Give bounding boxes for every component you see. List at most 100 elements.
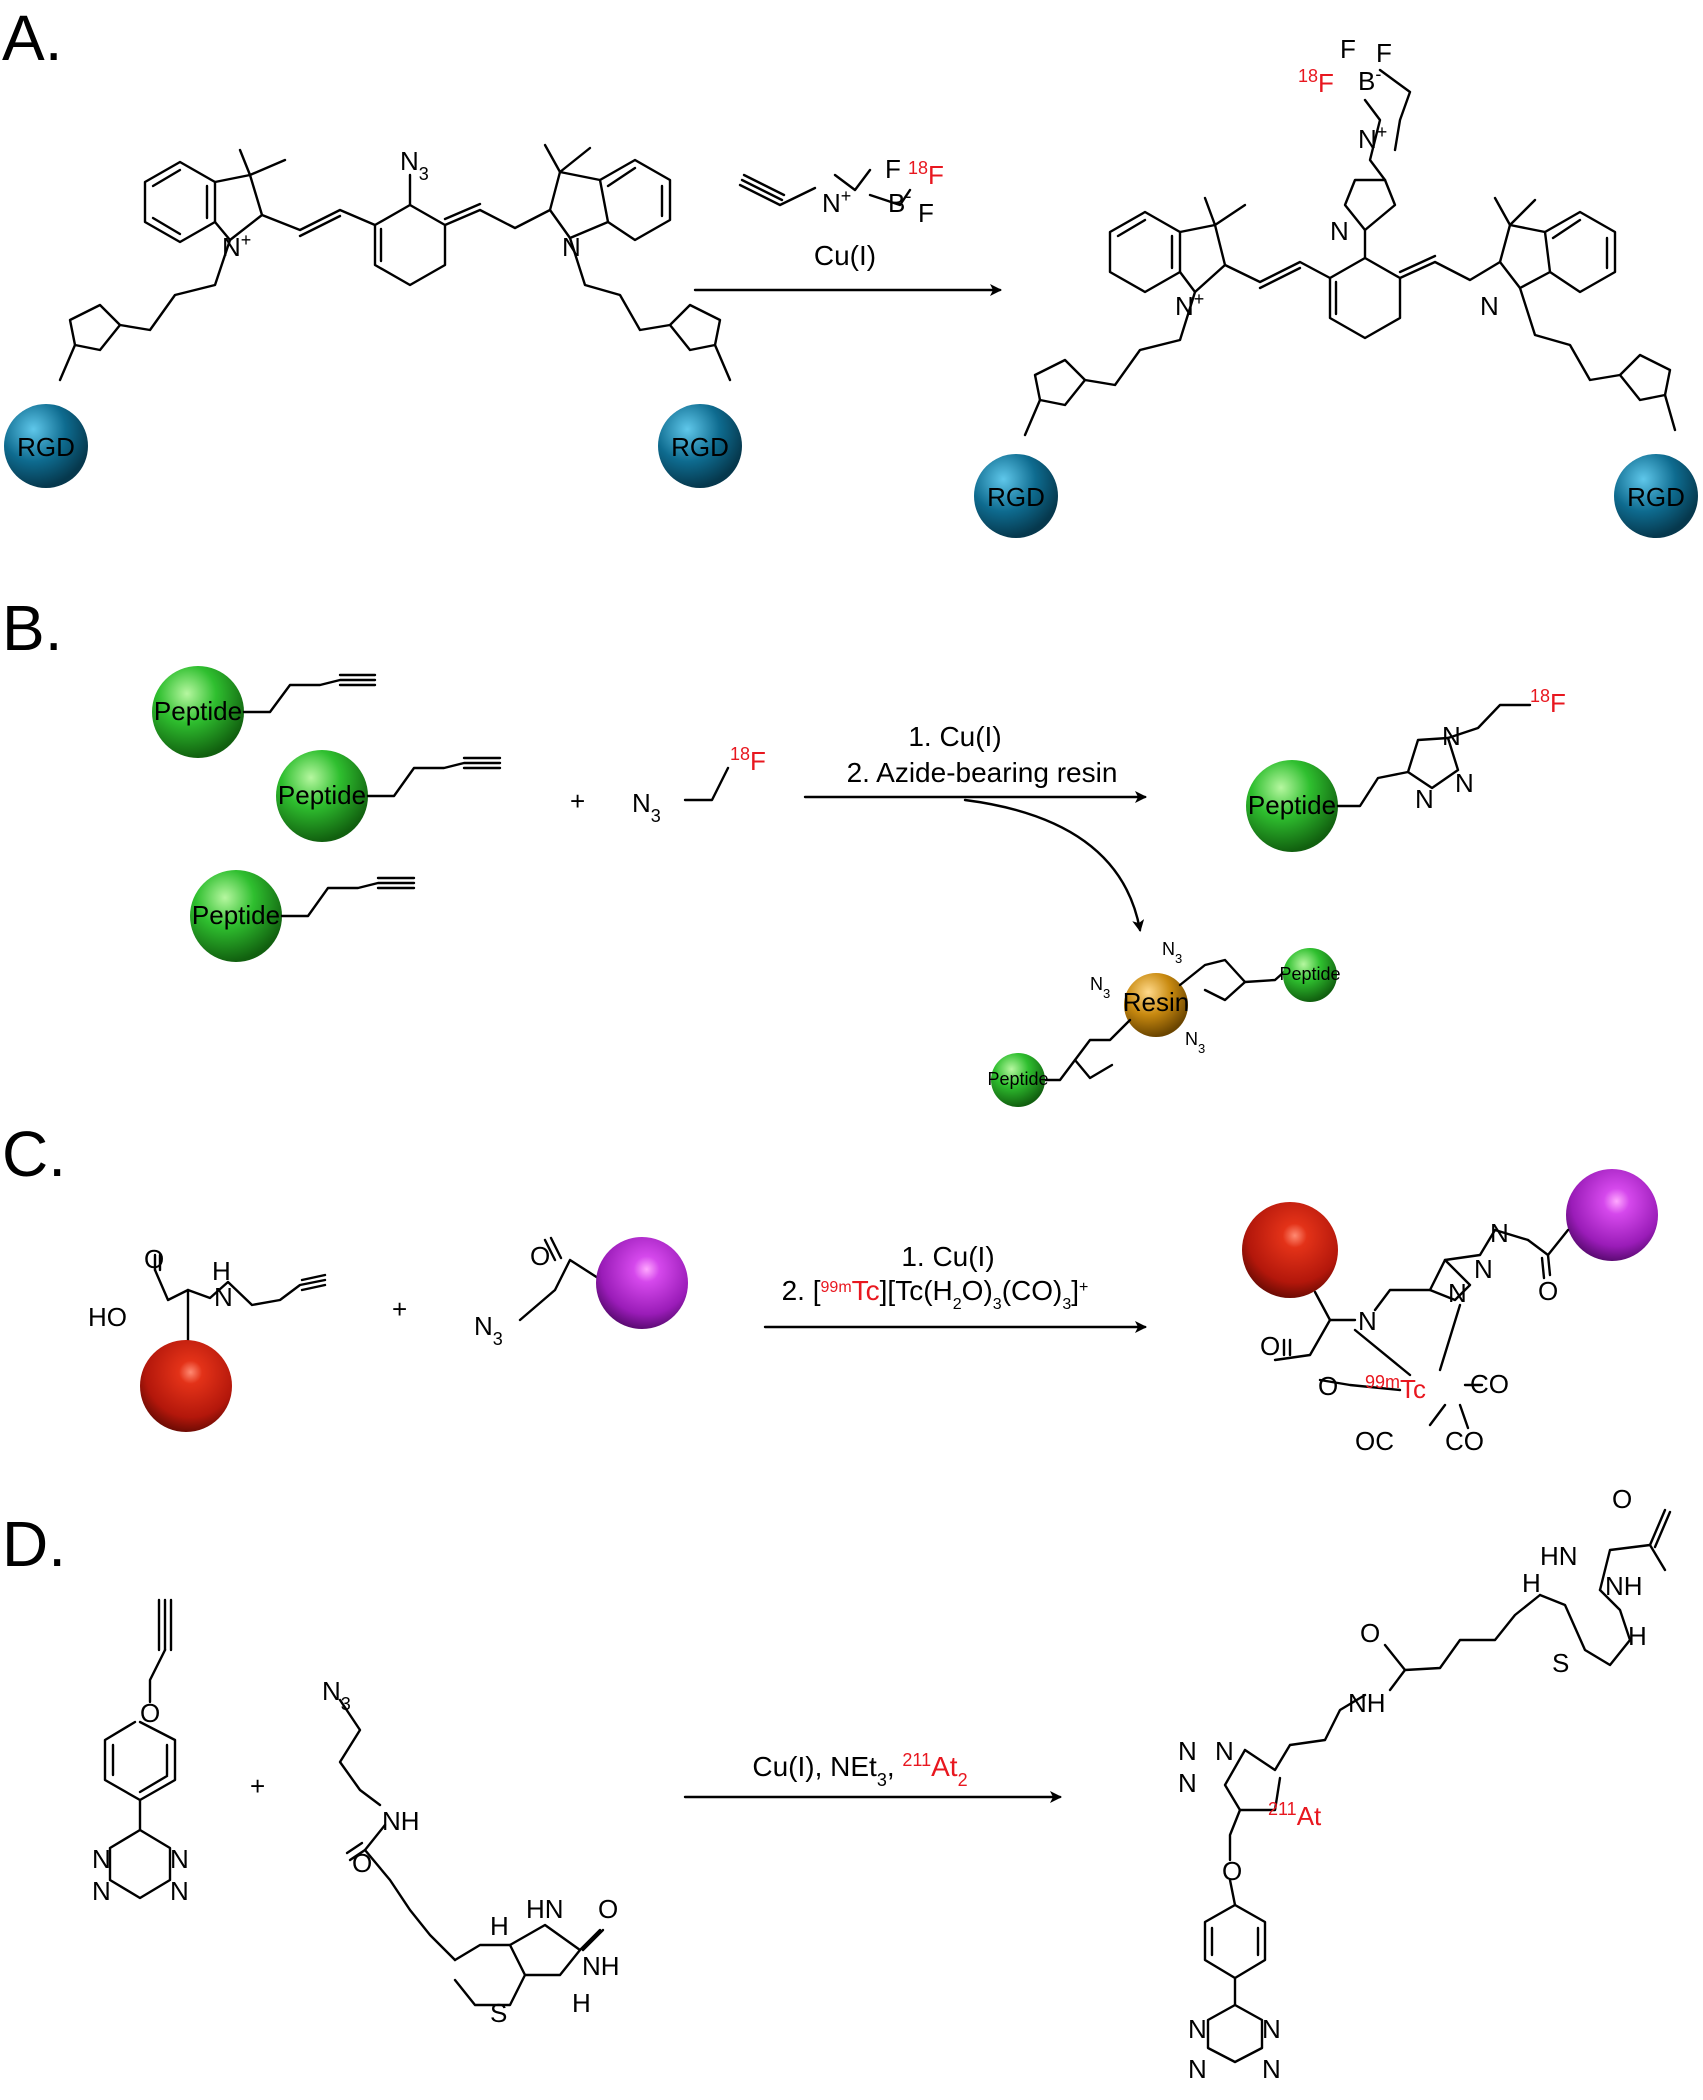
resin-sphere bbox=[1124, 973, 1188, 1037]
c-product-o-carbonyl: O bbox=[1260, 1331, 1280, 1361]
a-conditions: Cu(I) bbox=[814, 240, 876, 271]
peptide-label-b-2: Peptide bbox=[278, 780, 366, 810]
d-reactant2-nh2: NH bbox=[582, 1951, 620, 1981]
c-product-triazole-n2: N bbox=[1474, 1254, 1493, 1284]
a-product-triazole-n: N bbox=[1330, 216, 1349, 246]
d-conditions: Cu(I), NEt3, 211At2 bbox=[752, 1750, 967, 1790]
c-product-n: N bbox=[1358, 1306, 1377, 1336]
c-plus: + bbox=[392, 1294, 407, 1324]
c-product-tc: 99mTc bbox=[1365, 1372, 1426, 1404]
d-product-tz-n4: N bbox=[1262, 2054, 1281, 2084]
d-reactant2-s: S bbox=[490, 1998, 507, 2028]
d-plus: + bbox=[250, 1771, 265, 1801]
d-product-nh: NH bbox=[1348, 1688, 1386, 1718]
panel-a: N3 N+ N RGD RGD N+ B- F F 18F Cu(I) bbox=[4, 34, 1698, 538]
c-reactant-o: O bbox=[144, 1244, 164, 1274]
b-conditions-2: 2. Azide-bearing resin bbox=[847, 757, 1118, 788]
peptide-label-resin-right: Peptide bbox=[1279, 964, 1340, 984]
rgd-sphere-a-product-left bbox=[974, 454, 1058, 538]
d-reactant2-o: O bbox=[352, 1848, 372, 1878]
d-reactant2-h2: H bbox=[572, 1988, 591, 2018]
a-product-f1: F bbox=[1340, 34, 1356, 64]
c-product-oc: OC bbox=[1355, 1426, 1394, 1456]
d-reactant1-n1: N bbox=[92, 1844, 111, 1874]
d-product-s: S bbox=[1552, 1648, 1569, 1678]
c-product-co-right: CO bbox=[1470, 1369, 1509, 1399]
c-reactant-ho: HO bbox=[88, 1302, 127, 1332]
peptide-sphere-b-1 bbox=[152, 666, 244, 758]
a-product-n-right: N bbox=[1480, 291, 1499, 321]
c-product-o-ester: O bbox=[1318, 1371, 1338, 1401]
b-18f: 18F bbox=[730, 744, 766, 776]
d-reactant2-hn: HN bbox=[526, 1894, 564, 1924]
d-product-triazole-n2: N bbox=[1178, 1736, 1197, 1766]
resin-label: Resin bbox=[1123, 987, 1189, 1017]
peptide-sphere-b-product bbox=[1246, 760, 1338, 852]
b-conditions-1: 1. Cu(I) bbox=[908, 721, 1001, 752]
d-product-tz-n3: N bbox=[1188, 2054, 1207, 2084]
a-reactant-nplus-left: N+ bbox=[222, 230, 251, 262]
panel-b: Peptide Peptide Peptide + N3 18F 1. Cu(I… bbox=[152, 666, 1566, 1107]
rgd-sphere-a-product-right bbox=[1614, 454, 1698, 538]
panel-label-d: D. bbox=[2, 1508, 66, 1580]
resin-azide-right: N3 bbox=[1185, 1029, 1205, 1056]
b-product-n2: N bbox=[1455, 768, 1474, 798]
rgd-sphere-a-reactant-right bbox=[658, 404, 742, 488]
c-product-co-bottom: CO bbox=[1445, 1426, 1484, 1456]
c-red-sphere-reactant bbox=[140, 1340, 232, 1432]
c-conditions-1: 1. Cu(I) bbox=[901, 1241, 994, 1272]
c-product-triazole-n3: N bbox=[1490, 1218, 1509, 1248]
a-reagent-18f: 18F bbox=[908, 158, 944, 190]
rgd-label-a-product-left: RGD bbox=[987, 482, 1045, 512]
a-product-nplus: N+ bbox=[1175, 289, 1204, 321]
c-product-o-ketone: O bbox=[1538, 1276, 1558, 1306]
panel-label-c: C. bbox=[2, 1118, 66, 1190]
c-reactant-h: H bbox=[212, 1256, 231, 1286]
d-product-nh2: NH bbox=[1605, 1571, 1643, 1601]
b-product-n3: N bbox=[1415, 784, 1434, 814]
a-reagent-f1: F bbox=[885, 154, 901, 184]
resin-azide-top: N3 bbox=[1162, 939, 1182, 966]
peptide-label-b-1: Peptide bbox=[154, 696, 242, 726]
d-reactant2-nh: NH bbox=[382, 1806, 420, 1836]
a-product-18f: 18F bbox=[1298, 66, 1334, 98]
a-product-nplus-top: N+ bbox=[1358, 122, 1387, 154]
peptide-sphere-b-2 bbox=[276, 750, 368, 842]
d-product-tz-n2: N bbox=[1262, 2014, 1281, 2044]
d-product-h2: H bbox=[1628, 1621, 1647, 1651]
d-product-o-amide: O bbox=[1360, 1618, 1380, 1648]
panel-label-a: A. bbox=[2, 2, 63, 74]
d-reactant1-n2: N bbox=[170, 1844, 189, 1874]
c-red-sphere-product bbox=[1242, 1202, 1338, 1298]
c-reactant-n: N bbox=[214, 1282, 233, 1312]
b-curved-arrow bbox=[963, 798, 1145, 932]
d-reactant2-h1: H bbox=[490, 1911, 509, 1941]
rgd-sphere-a-reactant-left bbox=[4, 404, 88, 488]
d-product-o-ether: O bbox=[1222, 1856, 1242, 1886]
peptide-label-b-product: Peptide bbox=[1248, 790, 1336, 820]
b-product-18f: 18F bbox=[1530, 686, 1566, 718]
d-product-h1: H bbox=[1522, 1568, 1541, 1598]
c-product-triazole-n1: N bbox=[1448, 1278, 1467, 1308]
rgd-label-a-reactant-left: RGD bbox=[17, 432, 75, 462]
c-reagent-o: O bbox=[530, 1241, 550, 1271]
d-product-triazole-n1: N bbox=[1215, 1736, 1234, 1766]
peptide-label-b-3: Peptide bbox=[192, 900, 280, 930]
d-product-o-urea: O bbox=[1612, 1484, 1632, 1514]
d-reactant1-o: O bbox=[140, 1698, 160, 1728]
c-purple-sphere-reagent bbox=[596, 1237, 688, 1329]
a-product-f2: F bbox=[1376, 38, 1392, 68]
panel-a-reagent bbox=[738, 168, 912, 207]
a-reagent-b: B- bbox=[888, 186, 911, 218]
b-azide: N3 bbox=[632, 788, 661, 826]
d-product-hn: HN bbox=[1540, 1541, 1578, 1571]
d-reactant2-o2: O bbox=[598, 1894, 618, 1924]
d-reactant1-n4: N bbox=[170, 1876, 189, 1906]
rgd-label-a-product-right: RGD bbox=[1627, 482, 1685, 512]
panel-c: O HO H N + O N3 1. Cu(I) 2. [99mTc][Tc(H… bbox=[88, 1169, 1658, 1456]
rgd-label-a-reactant-right: RGD bbox=[671, 432, 729, 462]
c-purple-sphere-product bbox=[1566, 1169, 1658, 1261]
d-product-at: 211At bbox=[1268, 1799, 1322, 1831]
